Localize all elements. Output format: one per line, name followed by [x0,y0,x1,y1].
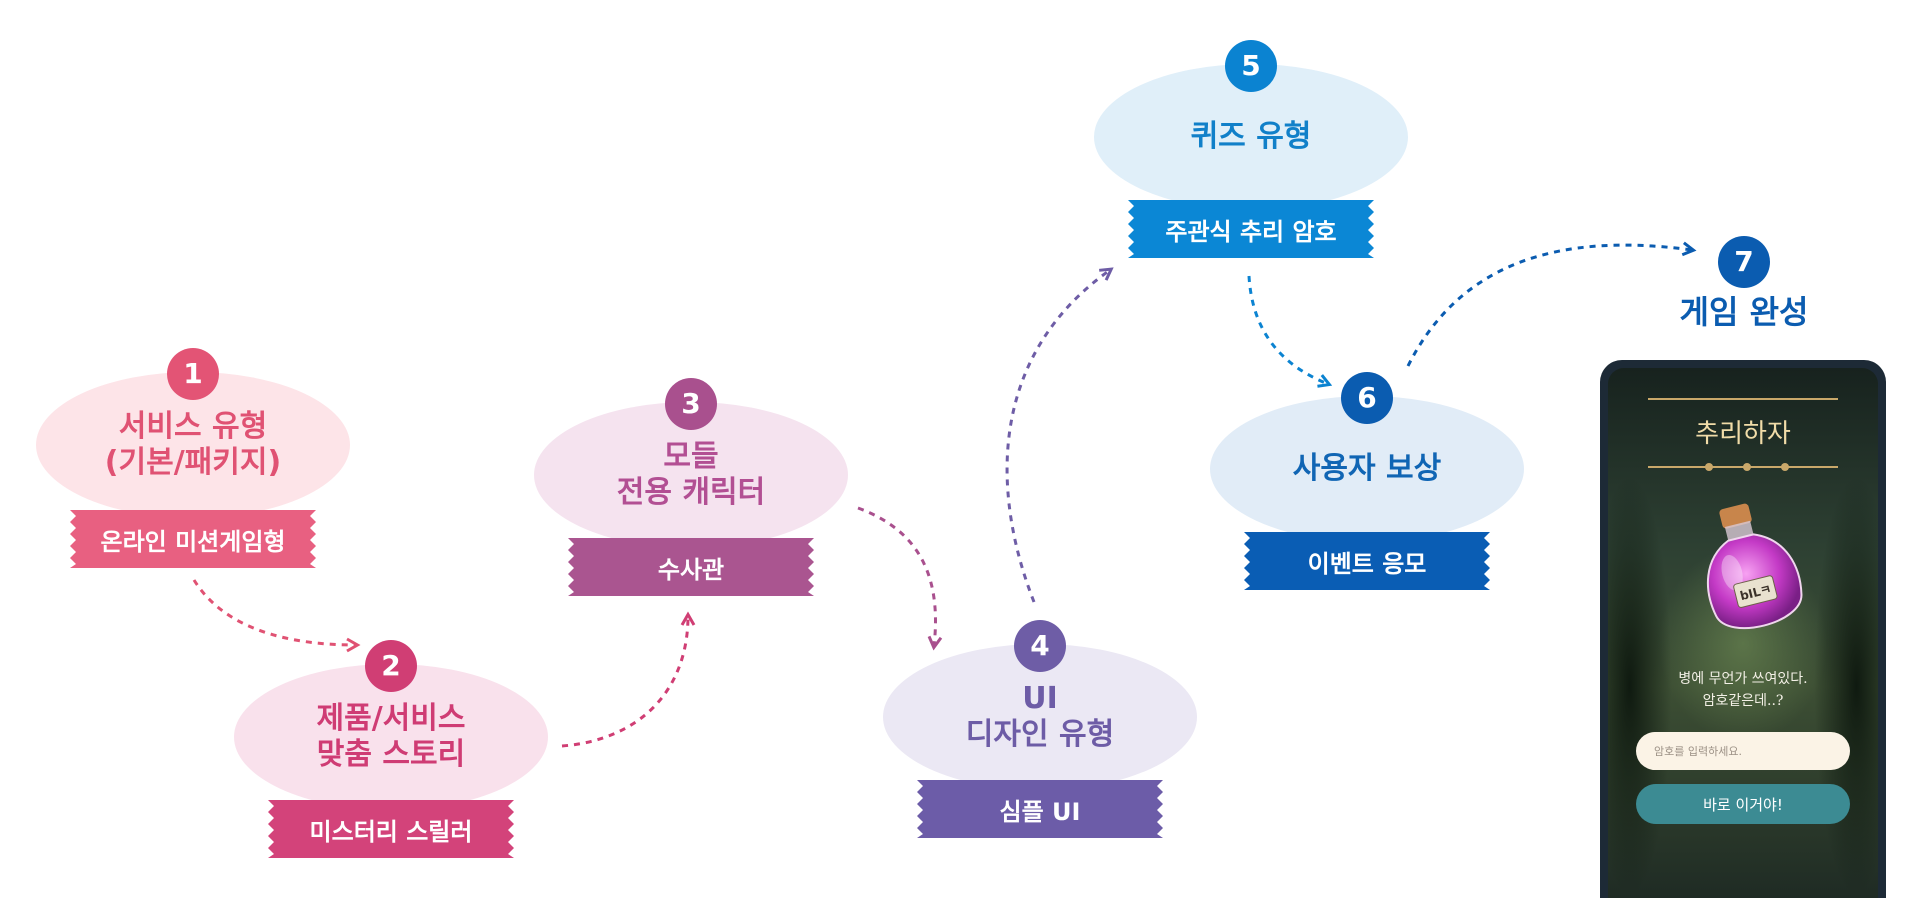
submit-answer-button[interactable]: 바로 이거야! [1636,784,1850,824]
step-tag-label: 온라인 미션게임형 [100,527,286,556]
step-tag: 주관식 추리 암호 [1128,200,1374,258]
connector-5-6 [1247,275,1333,388]
step-tag: 미스터리 스릴러 [268,800,514,858]
phone-screen: 추리하자 bILㅋ 병에 무언가 쓰여있다. 암호같은데..? [1608,368,1878,898]
step-number-badge: 1 [167,348,219,400]
connector-3-4 [857,506,943,651]
step-tag-label: 이벤트 응모 [1307,549,1427,578]
step-title: 서비스 유형 (기본/패키지) [104,409,282,480]
game-message: 병에 무언가 쓰여있다. 암호같은데..? [1678,671,1808,709]
step-tag-label: 주관식 추리 암호 [1165,217,1337,246]
step-title: 모들 전용 캐릭터 [616,439,766,510]
step-title: 퀴즈 유형 [1190,119,1312,154]
step-tag: 심플 UI [917,780,1163,838]
step-tag-label: 수사관 [657,555,725,584]
answer-input[interactable] [1636,732,1850,770]
step-title: 사용자 보상 [1292,451,1442,486]
ornament-line-bottom [1648,463,1838,471]
step-number-badge: 4 [1014,620,1066,672]
phone-mockup: 추리하자 bILㅋ 병에 무언가 쓰여있다. 암호같은데..? [1600,360,1886,898]
step-title: UI 디자인 유형 [965,681,1115,752]
step-7-number-badge: 7 [1718,236,1770,288]
step-number-badge: 5 [1225,40,1277,92]
step-number-badge: 6 [1341,372,1393,424]
game-title: 추리하자 [1695,419,1791,449]
step-tag: 수사관 [568,538,814,596]
connector-1-2 [192,579,361,653]
step-cloud: 제품/서비스 맞춤 스토리 [234,664,548,810]
step-7-title: 게임 완성 [1679,293,1809,331]
step-tag-label: 심플 UI [999,797,1081,826]
step-title: 제품/서비스 맞춤 스토리 [316,701,466,772]
step-tag: 이벤트 응모 [1244,532,1490,590]
ornament-line-top [1648,398,1838,400]
connector-2-3 [561,611,696,748]
connector-4-5 [1005,267,1114,603]
potion-bottle-icon: bILㅋ [1706,503,1803,630]
step-tag: 온라인 미션게임형 [70,510,316,568]
step-tag-label: 미스터리 스릴러 [309,817,473,846]
step-number-badge: 2 [365,640,417,692]
step-number-badge: 3 [665,378,717,430]
